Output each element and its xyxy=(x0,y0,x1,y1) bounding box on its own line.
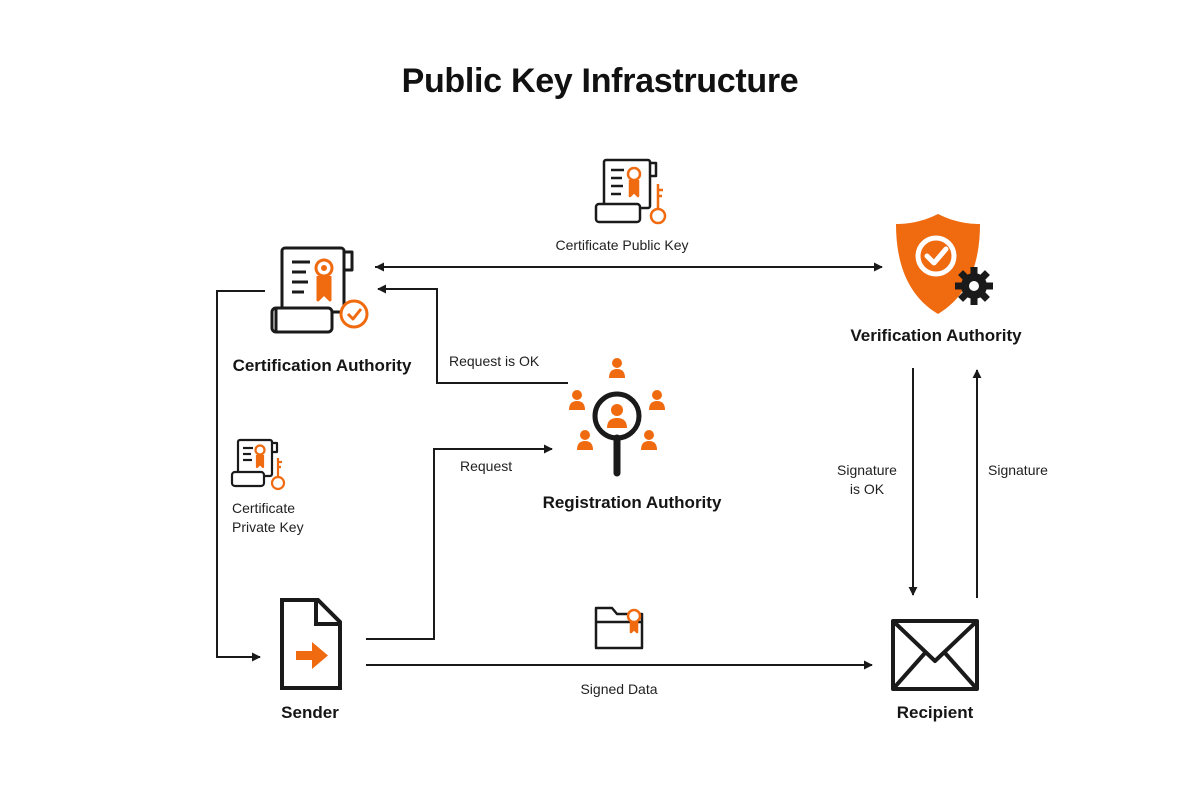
certificate-key-icon-private xyxy=(230,438,286,491)
certificate-key-icon xyxy=(594,158,667,225)
magnifier-users-icon xyxy=(569,358,665,477)
shield-check-gear-icon xyxy=(896,214,993,314)
certificate-check-icon xyxy=(270,246,369,334)
sender-label: Sender xyxy=(281,703,339,722)
signature-is-ok-label: Signature is OK xyxy=(837,462,897,497)
certification-authority-label: Certification Authority xyxy=(232,356,412,375)
request-label: Request xyxy=(460,458,513,474)
arrow-ca-to-sender xyxy=(216,290,265,662)
request-is-ok-label: Request is OK xyxy=(449,353,540,369)
envelope-icon xyxy=(891,619,979,691)
arrow-ra-to-ca xyxy=(377,284,568,384)
page-title: Public Key Infrastructure xyxy=(401,62,799,100)
registration-authority-label: Registration Authority xyxy=(542,493,722,512)
folder-certificate-icon xyxy=(594,606,644,650)
signed-data-label: Signed Data xyxy=(580,681,658,697)
certificate-public-key-label: Certificate Public Key xyxy=(555,237,689,253)
recipient-label: Recipient xyxy=(896,703,974,722)
verification-authority-label: Verification Authority xyxy=(850,326,1022,345)
certificate-private-key-label: Certificate Private Key xyxy=(232,500,304,535)
signature-label: Signature xyxy=(988,462,1048,478)
arrow-sender-to-ra xyxy=(366,444,553,640)
document-arrow-icon xyxy=(280,598,342,690)
